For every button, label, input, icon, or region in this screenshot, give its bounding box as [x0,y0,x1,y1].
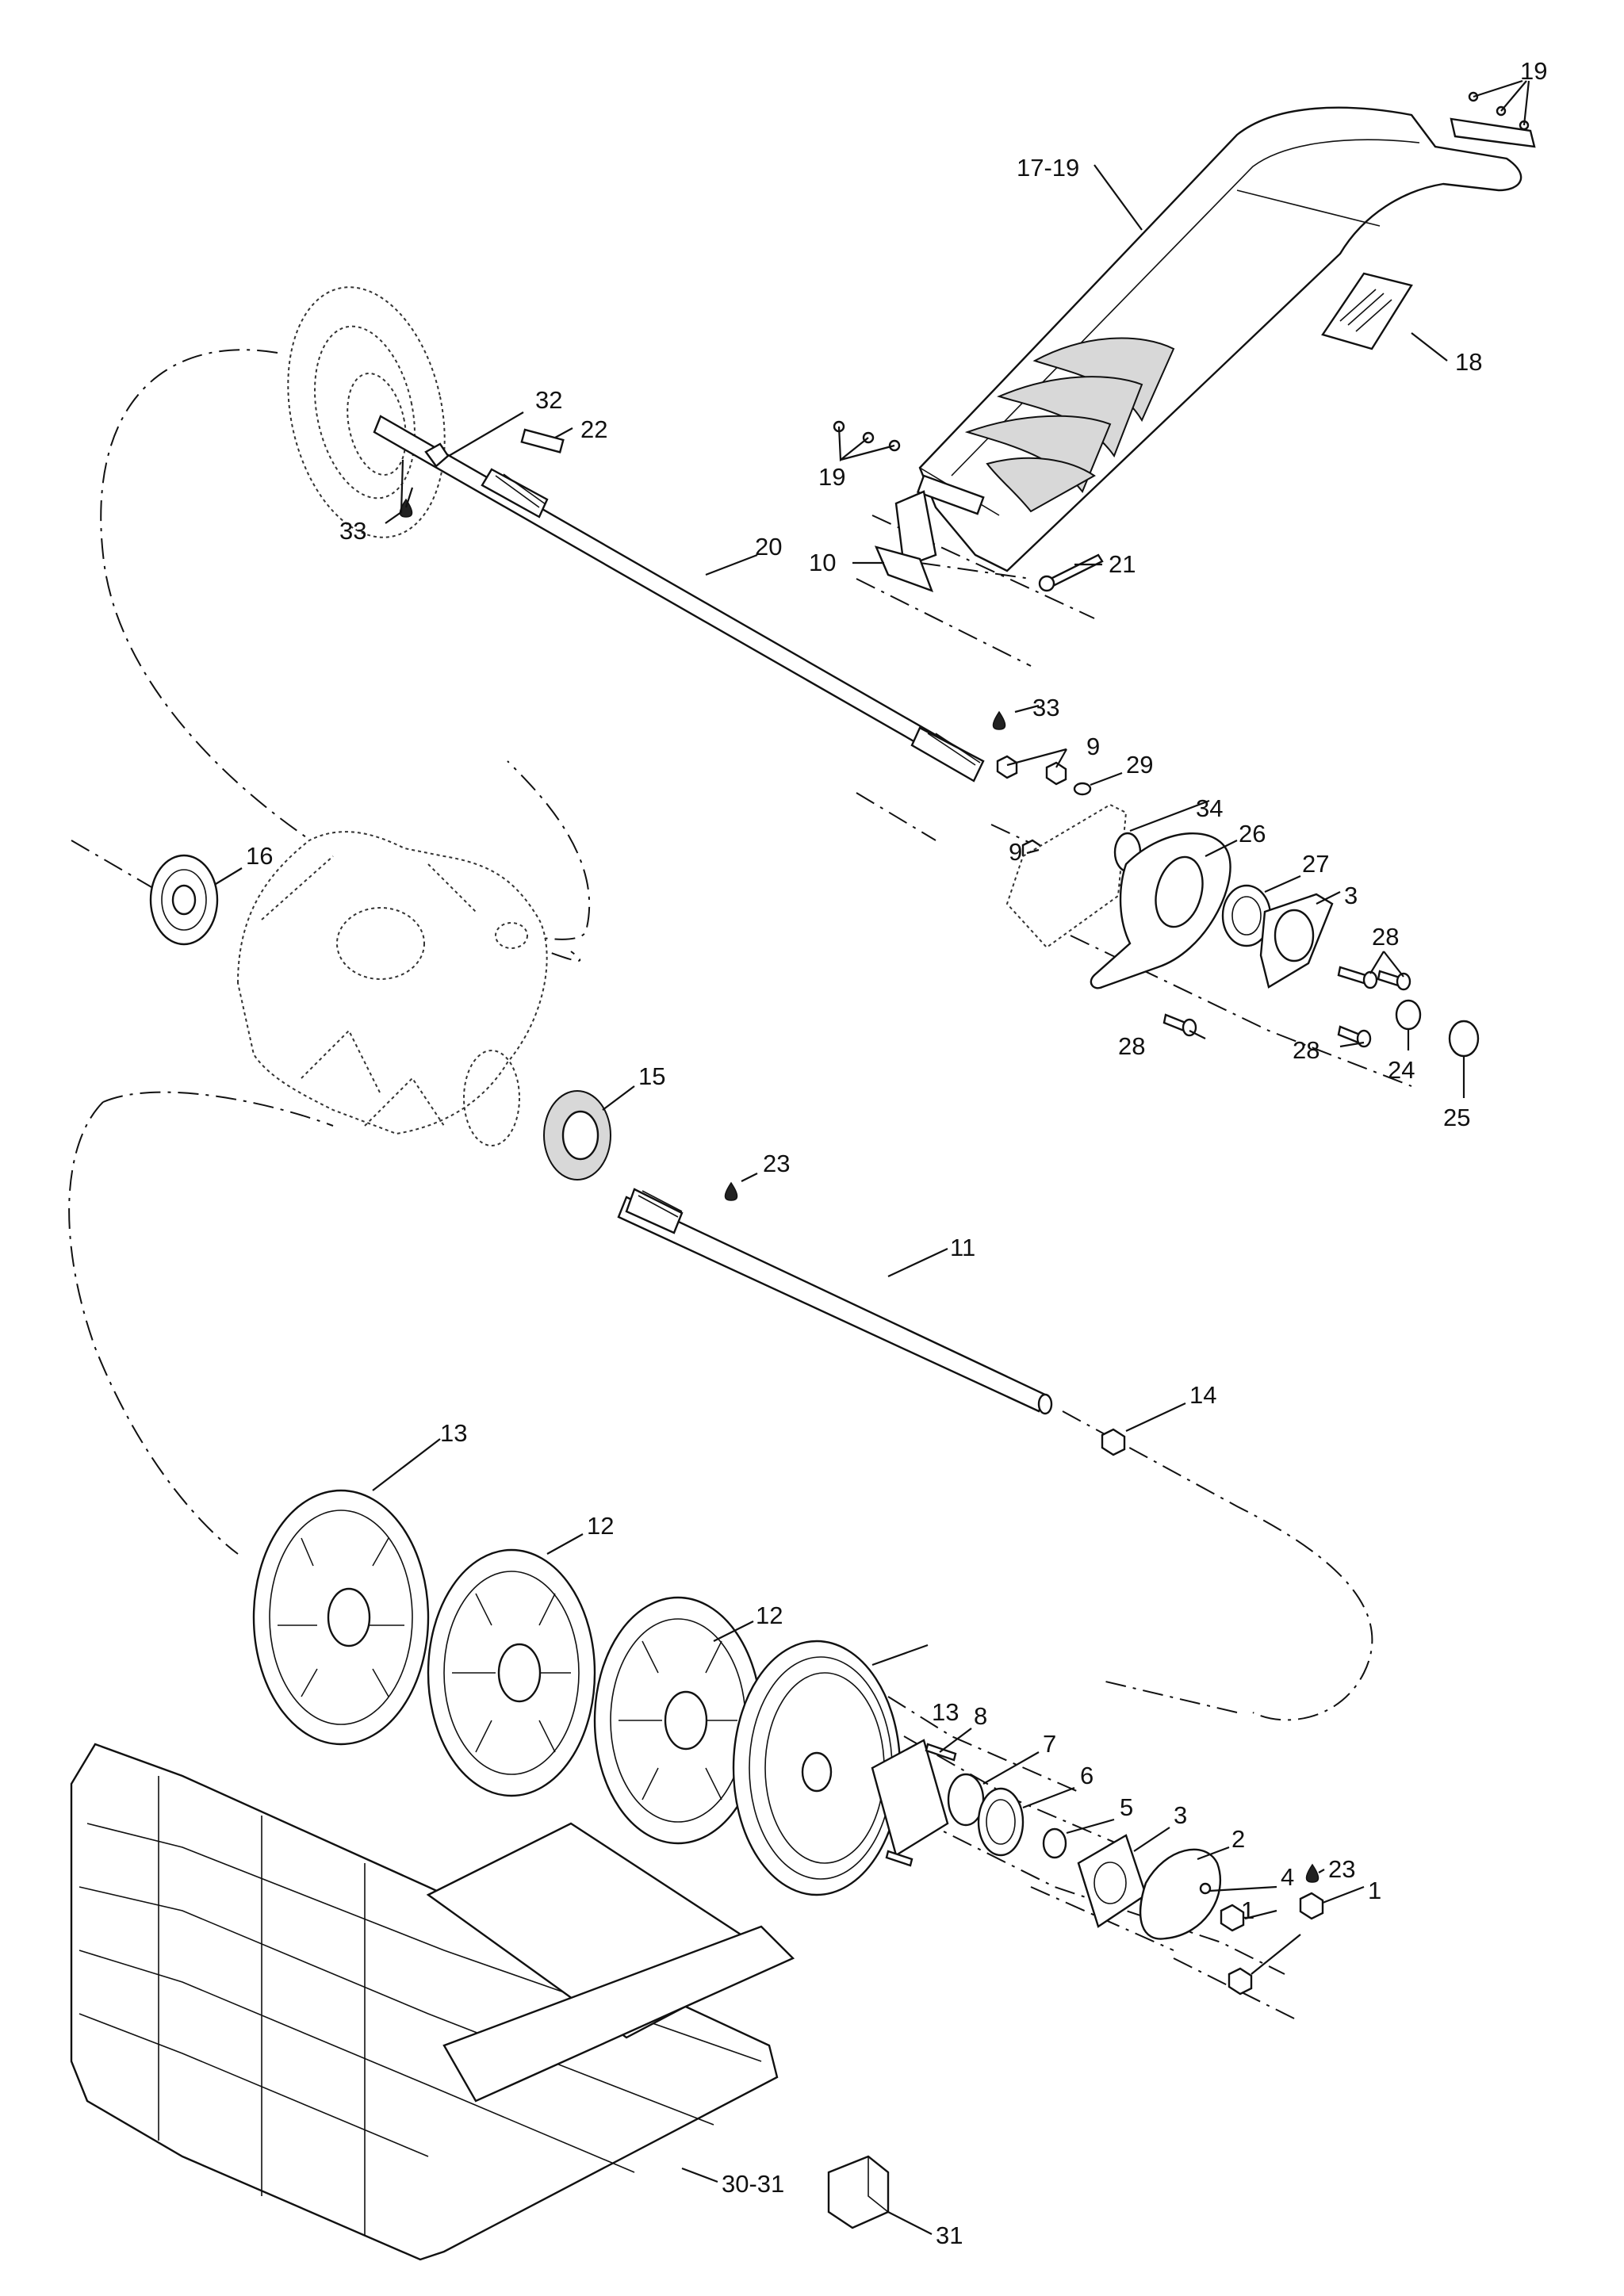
callout-12-b: 12 [756,1601,783,1629]
callout-7: 7 [1043,1730,1056,1758]
sprocket-12-a [427,1548,596,1797]
callout-6: 6 [1080,1762,1094,1789]
grease-drop-23a [724,1181,738,1201]
callout-11: 11 [950,1234,975,1261]
tunnel-part [916,106,1536,572]
callout-25: 25 [1443,1104,1470,1131]
callout-22: 22 [580,415,607,443]
callout-29: 29 [1126,751,1153,779]
callout-19-top: 19 [1520,57,1547,85]
washer-15 [543,1090,611,1181]
lower-shaft-part [617,1188,1053,1415]
track-part [70,1743,795,2261]
callout-1-a: 1 [1241,1896,1254,1924]
callout-9-a: 9 [1086,733,1100,760]
grease-drop-33b [992,710,1006,730]
callout-3-top: 3 [1344,882,1358,909]
drive-pulley-ghost [287,286,446,538]
callout-34: 34 [1196,794,1223,822]
tunnel-vent-louvers [964,337,1175,513]
sprocket-13-left [252,1489,430,1746]
callout-30-31: 30-31 [722,2170,784,2198]
callout-33-mid: 33 [1032,694,1059,721]
end-bearing-assembly [871,1739,1324,1996]
callout-27: 27 [1302,850,1329,878]
callout-33-top: 33 [339,517,366,545]
sprocket-13-right [732,1640,902,1896]
ring-24 [1395,999,1422,1031]
callout-3-bottom: 3 [1174,1801,1187,1829]
callout-32: 32 [535,386,562,414]
bearing-16 [149,854,219,946]
callout-12-a: 12 [587,1512,614,1540]
bracket-part [874,490,937,593]
rivet-part [1038,553,1104,592]
callout-9-b: 9 [1009,838,1022,866]
ring-25 [1448,1020,1480,1058]
callout-4: 4 [1281,1863,1294,1891]
fitting-part [424,442,450,468]
leader-lines [215,79,1530,2235]
callout-28-b: 28 [1118,1032,1145,1060]
callout-23-a: 23 [763,1150,790,1177]
bolts-28 [1162,966,1411,1048]
chaincase-ghost [236,831,548,1146]
callout-16: 16 [246,842,273,870]
callout-13-b: 13 [932,1698,959,1726]
callout-21: 21 [1109,550,1136,578]
callout-20: 20 [755,533,782,561]
callout-28-a: 28 [1372,923,1399,951]
callout-18: 18 [1455,348,1482,376]
callout-5: 5 [1120,1793,1133,1821]
nut-14 [1101,1428,1126,1456]
callout-14: 14 [1189,1381,1216,1409]
clip-31 [827,2155,890,2229]
key-part [520,428,565,453]
upper-shaft-part [373,415,985,783]
callout-26: 26 [1239,820,1266,848]
callout-15: 15 [638,1062,665,1090]
callout-13-a: 13 [440,1419,467,1447]
callout-8: 8 [974,1702,987,1730]
grease-drop-23b [1305,1863,1320,1883]
decal-part [1321,272,1413,350]
callout-1-b: 1 [1368,1877,1381,1904]
callout-24: 24 [1388,1056,1415,1084]
callout-28-c: 28 [1293,1036,1320,1064]
callout-17-19: 17-19 [1017,154,1079,182]
callout-19-mid: 19 [818,463,845,491]
callout-31: 31 [936,2221,963,2249]
callout-10: 10 [809,549,836,576]
callout-labels: 19 17-19 18 32 22 33 19 20 10 21 33 9 29… [246,57,1547,2249]
callout-23-b: 23 [1328,1855,1355,1883]
callout-2: 2 [1231,1825,1245,1853]
bearing-housing-right [1005,803,1334,989]
sprocket-12-b [593,1596,763,1845]
